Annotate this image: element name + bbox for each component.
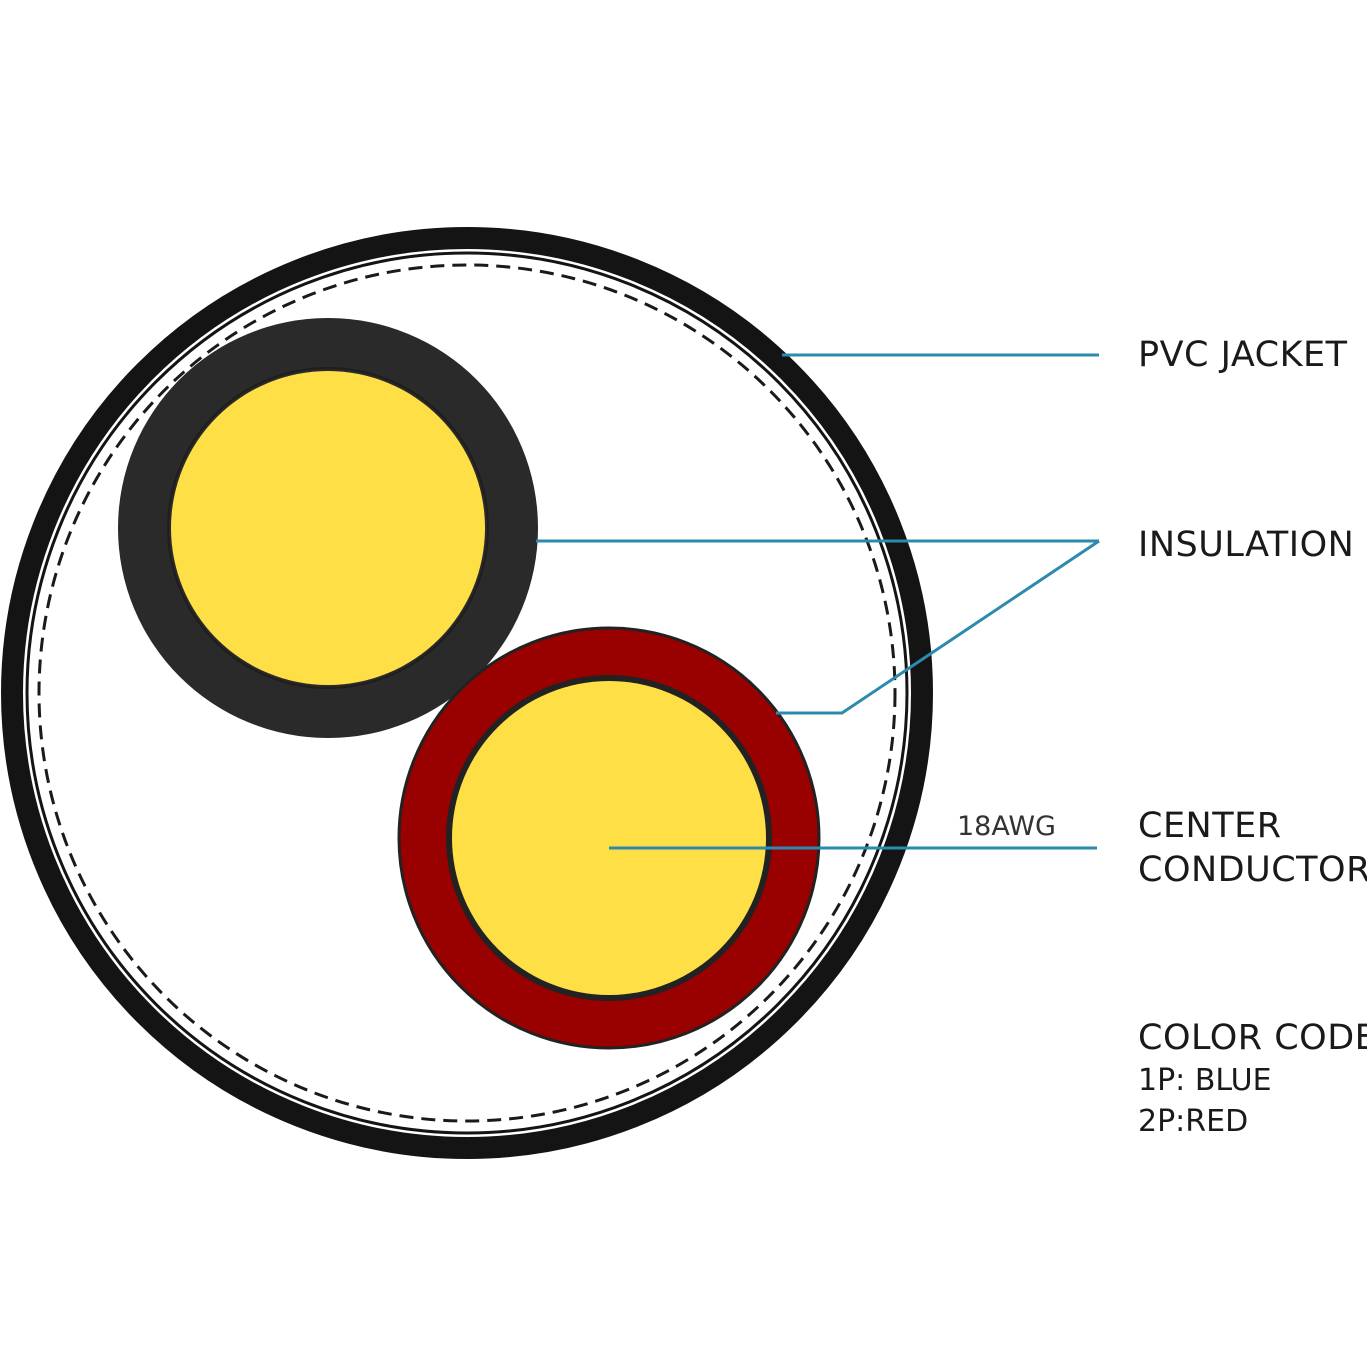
jacket-inner-line <box>25 251 909 1135</box>
label-gauge: 18AWG <box>957 811 1056 842</box>
label-color-code-2: 2P:RED <box>1138 1104 1249 1139</box>
label-color-code-title: COLOR CODE <box>1138 1018 1367 1058</box>
label-color-code-1: 1P: BLUE <box>1138 1063 1272 1098</box>
shield-dashed-ring <box>37 263 897 1123</box>
label-insulation: INSULATION <box>1138 525 1355 565</box>
red-conductor-core <box>452 681 766 995</box>
label-pvc-jacket: PVC JACKET <box>1138 335 1348 375</box>
label-center-line2: CONDUCTOR <box>1138 850 1367 890</box>
leader-line-insulation-red <box>776 539 1100 715</box>
label-center-line1: CENTER <box>1138 806 1282 846</box>
black-conductor-core <box>171 371 485 685</box>
black-insulation-inner-edge <box>167 367 489 689</box>
